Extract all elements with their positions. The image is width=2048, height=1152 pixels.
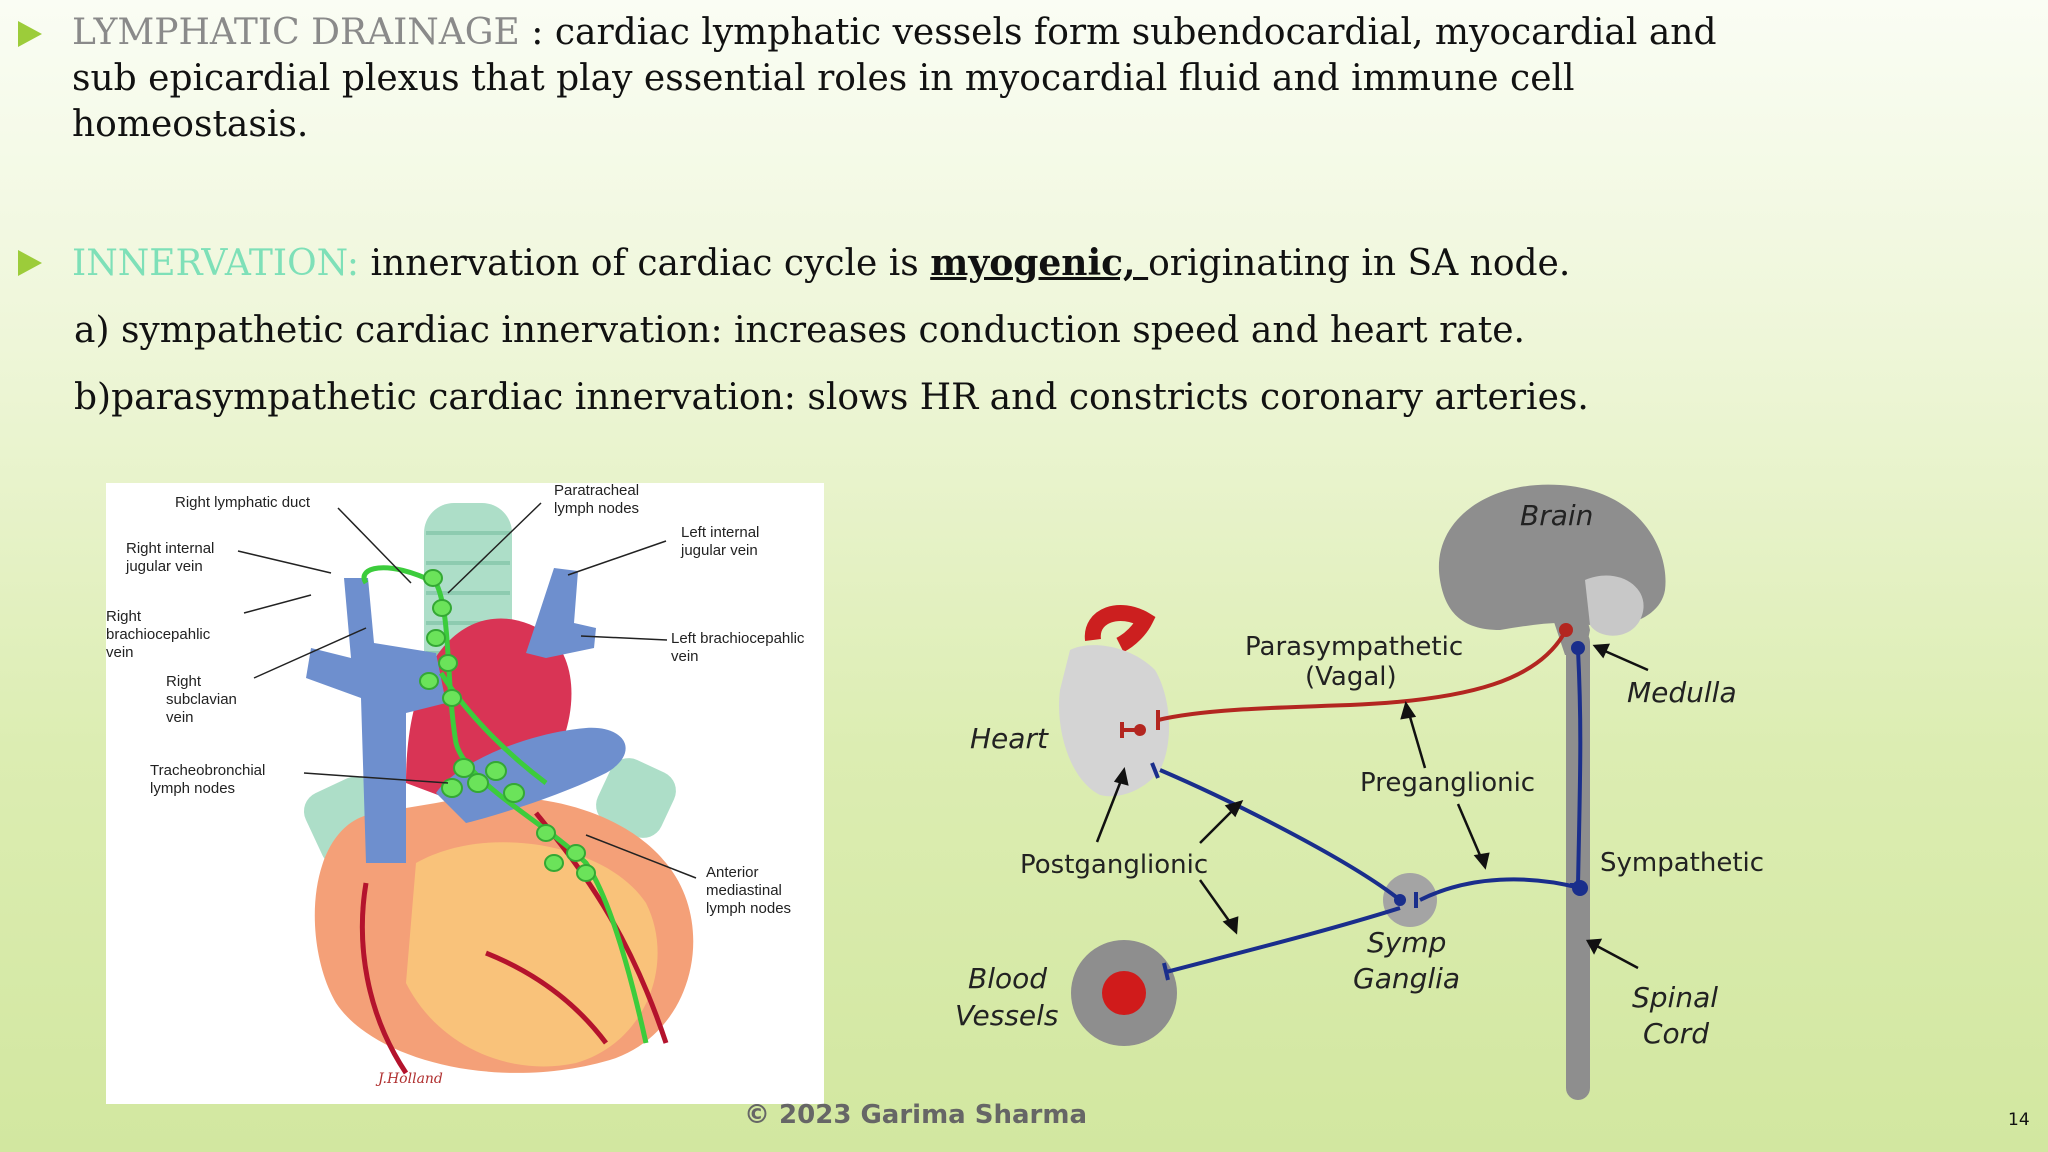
anterior-label-1: Anterior [706,864,759,881]
right-internal-label-2: jugular vein [125,558,203,575]
left-brachio-label-2: vein [671,648,699,665]
heart-lymphatic-figure: Right lymphatic duct Paratracheal lymph … [106,482,824,1104]
right-brachio-label-1: Right [106,608,142,625]
innervation-text: innervation of cardiac cycle is [359,243,931,284]
lymphatic-line-1: LYMPHATIC DRAINAGE : cardiac lymphatic v… [72,10,1717,56]
innervation-text-end: originating in SA node. [1148,243,1571,284]
postganglionic-label: Postganglionic [1020,850,1208,880]
right-brachio-label-2: brachiocepahlic [106,626,211,643]
illustrator-signature: J.Holland [375,1071,443,1087]
left-internal-label-1: Left internal [681,524,759,541]
bullet-arrow-icon [18,21,42,47]
bullet-arrow-icon [18,250,42,276]
left-brachio-label-1: Left brachiocepahlic [671,630,805,647]
vein-shapes [306,568,626,863]
blood-vessel-shape [1071,940,1177,1046]
innervation-line: INNERVATION: innervation of cardiac cycl… [72,240,1570,287]
lymphatic-heading: LYMPHATIC DRAINAGE [72,12,520,53]
spinal-cord-label-2: Cord [1643,1017,1709,1050]
brain-label: Brain [1520,499,1593,532]
preganglionic-label: Preganglionic [1360,768,1535,798]
page-number: 14 [2008,1110,2030,1130]
lymphatic-line-3: homeostasis. [72,104,309,145]
left-internal-label-2: jugular vein [680,542,758,559]
parasympathetic-label-2: (Vagal) [1305,662,1397,692]
heart-organ-shape [1059,604,1170,797]
symp-ganglia-label-2: Ganglia [1353,962,1460,995]
lymphatic-text: : cardiac lymphatic vessels form subendo… [519,12,1717,53]
parasympathetic-item: b)parasympathetic cardiac innervation: s… [74,377,1589,418]
sympathetic-label: Sympathetic [1600,848,1764,878]
spinal-cord-label-1: Spinal [1632,981,1718,1014]
brain-shape [1438,484,1666,655]
autonomic-innervation-diagram: Brain Medulla Heart Parasympathetic (Vag… [955,484,1764,1100]
right-subclavian-label-1: Right [166,673,202,690]
copyright-notice: © 2023 Garima Sharma [744,1100,1088,1130]
anterior-label-3: lymph nodes [706,900,791,917]
lymph-node-dots [419,569,596,882]
paratracheal-label-2: lymph nodes [554,500,639,517]
sympathetic-ganglion-shape [1383,873,1437,927]
parasympathetic-pathway [1156,629,1568,730]
right-internal-label-1: Right internal [126,540,214,557]
symp-ganglia-label-1: Symp [1367,926,1446,959]
myogenic-term: myogenic, [930,242,1149,284]
tracheobronchial-label-2: lymph nodes [150,780,235,797]
paratracheal-label-1: Paratracheal [554,483,639,499]
tracheobronchial-label-1: Tracheobronchial [150,762,265,779]
heart-label: Heart [970,722,1049,755]
right-subclavian-label-3: vein [166,709,194,726]
sympathetic-item: a) sympathetic cardiac innervation: incr… [74,310,1525,351]
right-subclavian-label-2: subclavian [166,691,237,708]
parasympathetic-label-1: Parasympathetic [1245,632,1463,662]
medulla-label: Medulla [1627,676,1737,709]
right-lymphatic-duct-label: Right lymphatic duct [175,494,311,511]
anterior-label-2: mediastinal [706,882,782,899]
right-brachio-label-3: vein [106,644,134,661]
lymphatic-line-2: sub epicardial plexus that play essentia… [72,58,1575,99]
heart-lymphatic-illustration: Right lymphatic duct Paratracheal lymph … [106,482,805,1087]
innervation-heading: INNERVATION: [72,243,359,284]
blood-vessels-label-1: Blood [968,962,1047,995]
blood-vessels-label-2: Vessels [955,999,1059,1032]
